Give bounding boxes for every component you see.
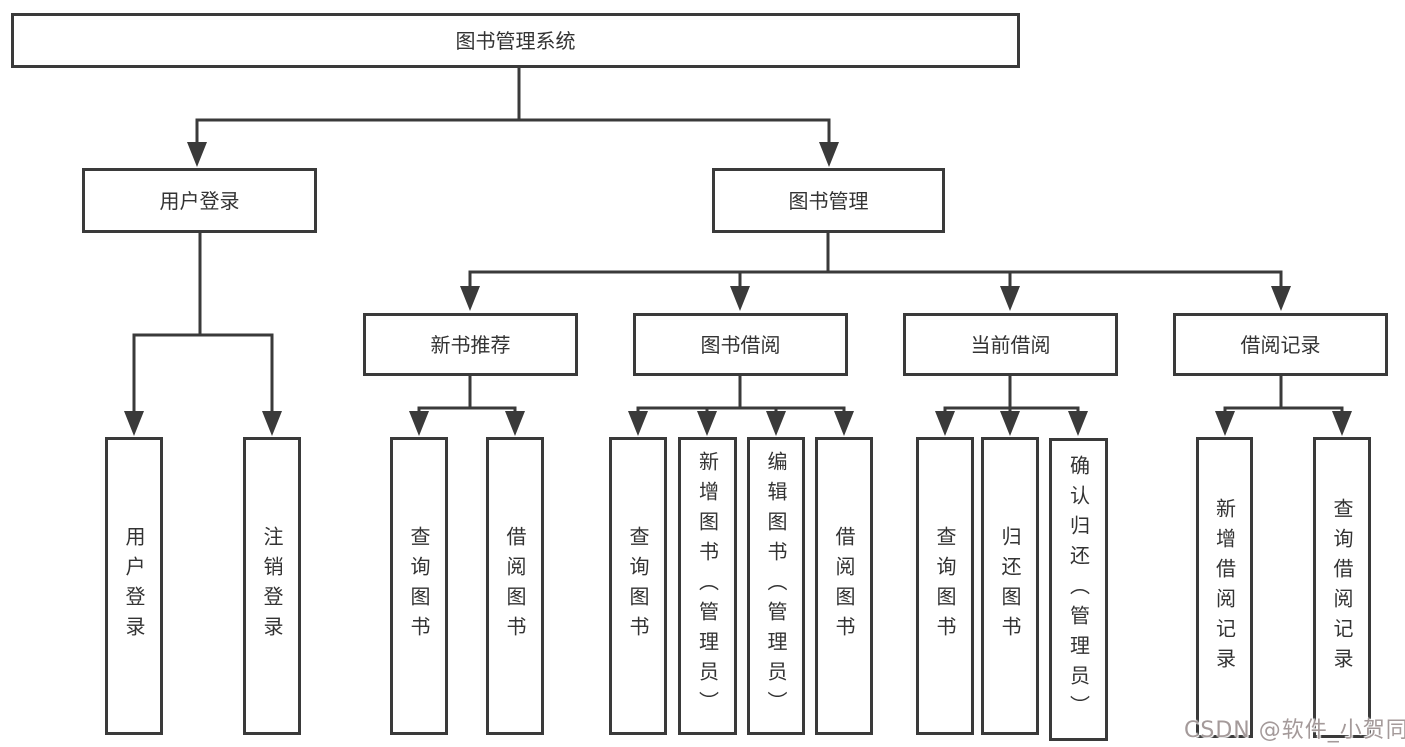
leaf-add-borrow-record: 新增借阅记录 — [1196, 437, 1253, 738]
leaf-logout: 注销登录 — [243, 437, 301, 735]
node-borrow-records: 借阅记录 — [1173, 313, 1388, 376]
node-book-borrow: 图书借阅 — [633, 313, 848, 376]
leaf-borrow-books: 借阅图书 — [815, 437, 873, 735]
node-label: 查询图书 — [933, 526, 957, 646]
node-user-login: 用户登录 — [82, 168, 317, 233]
node-book-management: 图书管理 — [712, 168, 945, 233]
leaf-query-books: 查询图书 — [609, 437, 667, 735]
node-root-library-system: 图书管理系统 — [11, 13, 1020, 68]
node-label: 新增图书（管理员） — [695, 451, 720, 721]
node-label: 借阅图书 — [832, 526, 856, 646]
leaf-return-books: 归还图书 — [981, 437, 1039, 735]
leaf-query-books: 查询图书 — [916, 437, 974, 735]
node-label: 查询图书 — [626, 526, 650, 646]
node-new-book-recommend: 新书推荐 — [363, 313, 578, 376]
node-label: 归还图书 — [998, 526, 1022, 646]
leaf-borrow-books: 借阅图书 — [486, 437, 544, 735]
node-label: 用户登录 — [122, 526, 146, 646]
arrowheads — [124, 142, 1352, 436]
node-label: 查询借阅记录 — [1330, 497, 1354, 678]
leaf-edit-books-admin: 编辑图书（管理员） — [747, 437, 805, 735]
node-label: 图书管理系统 — [455, 28, 576, 53]
node-label: 新增借阅记录 — [1212, 497, 1237, 678]
node-label: 新书推荐 — [430, 332, 511, 357]
leaf-add-books-admin: 新增图书（管理员） — [678, 437, 737, 735]
node-label: 借阅图书 — [503, 526, 527, 646]
leaf-confirm-return-admin: 确认归还（管理员） — [1049, 438, 1108, 741]
node-label: 确认归还（管理员） — [1066, 454, 1091, 725]
csdn-watermark: CSDN @软件_小贺同学 — [1184, 718, 1405, 743]
node-label: 借阅记录 — [1240, 332, 1321, 357]
node-label: 当前借阅 — [970, 332, 1051, 357]
node-label: 用户登录 — [159, 188, 240, 213]
node-label: 注销登录 — [260, 526, 284, 646]
node-label: 查询图书 — [407, 526, 431, 646]
leaf-user-login: 用户登录 — [105, 437, 163, 735]
node-label: 编辑图书（管理员） — [764, 451, 788, 721]
node-current-borrow: 当前借阅 — [903, 313, 1118, 376]
node-label: 图书管理 — [788, 188, 869, 213]
leaf-query-books: 查询图书 — [390, 437, 448, 735]
node-label: 图书借阅 — [700, 332, 781, 357]
leaf-query-borrow-record: 查询借阅记录 — [1313, 437, 1371, 738]
